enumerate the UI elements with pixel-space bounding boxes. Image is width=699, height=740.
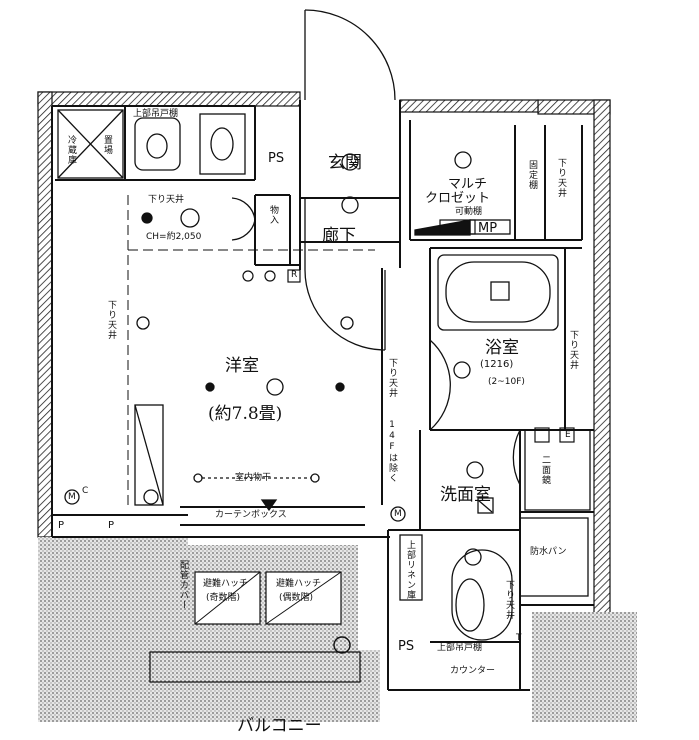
balcony-area [38,537,637,722]
interior-walls [51,100,594,691]
room-label-entrance: 玄関 [328,153,362,173]
doors [231,9,521,486]
label-storage: 物入 [268,205,278,225]
label-rescue-hatch-1: 避難ハッチ [203,579,249,589]
label-e: E [565,430,571,440]
label-fridge-place: 置場 [102,135,112,155]
label-p-left: P [58,520,65,531]
label-closet: クロゼット [425,191,491,206]
label-indoor-dryer: 室内物干 [235,473,272,483]
label-t: T [516,633,522,643]
label-rescue-hatch-2-floor: (偶数階) [279,593,314,603]
label-mp: MP [478,221,498,236]
label-m1: M [68,492,76,502]
label-ceiling-height: CH=約2,050 [146,232,202,242]
label-lowered-ceiling-mid: 下り天井 [387,358,397,398]
label-washer-place: 防水パン [530,547,567,557]
label-rescue-hatch-1-floor: (奇数階) [206,593,241,603]
label-movable-shelf: 可動棚 [455,207,483,217]
label-lowered-ceiling-left: 下り天井 [106,300,116,340]
room-label-washroom: 洗面室 [440,485,491,505]
label-c: C [82,486,89,496]
label-upper-cabinet-toilet: 上部吊戸棚 [437,643,483,653]
label-lowered-ceiling-top: 下り天井 [148,195,185,205]
label-secondary-shelf: 二面鏡 [540,455,550,485]
label-ps-bottom: PS [398,639,415,654]
label-ps-top: PS [268,151,285,166]
label-lowered-ceiling-right: 下り天井 [568,330,578,370]
label-upper-cabinet-kitchen: 上部吊戸棚 [133,109,179,119]
fixtures [57,109,591,641]
ceiling-lines [127,195,521,690]
room-label-hallway: 廊下 [322,226,356,246]
label-mid-note: 14Fは除く [387,420,397,483]
light-fixtures [64,151,484,566]
room-label-balcony: バルコニー [237,716,322,736]
label-lowered-ceiling-wash: 下り天井 [504,580,514,620]
label-curtain-box: カーテンボックス [215,510,287,520]
label-counter: カウンター [450,666,496,676]
label-pipe-cover: 配管カバー [178,560,188,610]
label-p-mid: P [108,520,115,531]
label-m2: M [394,509,402,519]
label-r: R [291,270,298,280]
room-size-bathroom: (1216) [480,359,514,370]
label-rescue-hatch-2: 避難ハッチ [276,579,322,589]
label-fridge: 冷蔵庫 [66,135,76,165]
label-fixed-shelf: 固定棚 [527,160,537,190]
label-lowered-ceiling-right-top: 下り天井 [556,158,566,198]
room-label-bathroom: 浴室 [485,338,519,358]
label-upper-linen: 上部リネン庫 [405,540,415,600]
room-size-western: (約7.8畳) [208,404,283,424]
label-bath-note: (2~10F) [488,377,525,387]
room-label-western: 洋室 [225,356,259,376]
label-multi: マルチ [448,177,488,192]
equipment [242,219,575,443]
